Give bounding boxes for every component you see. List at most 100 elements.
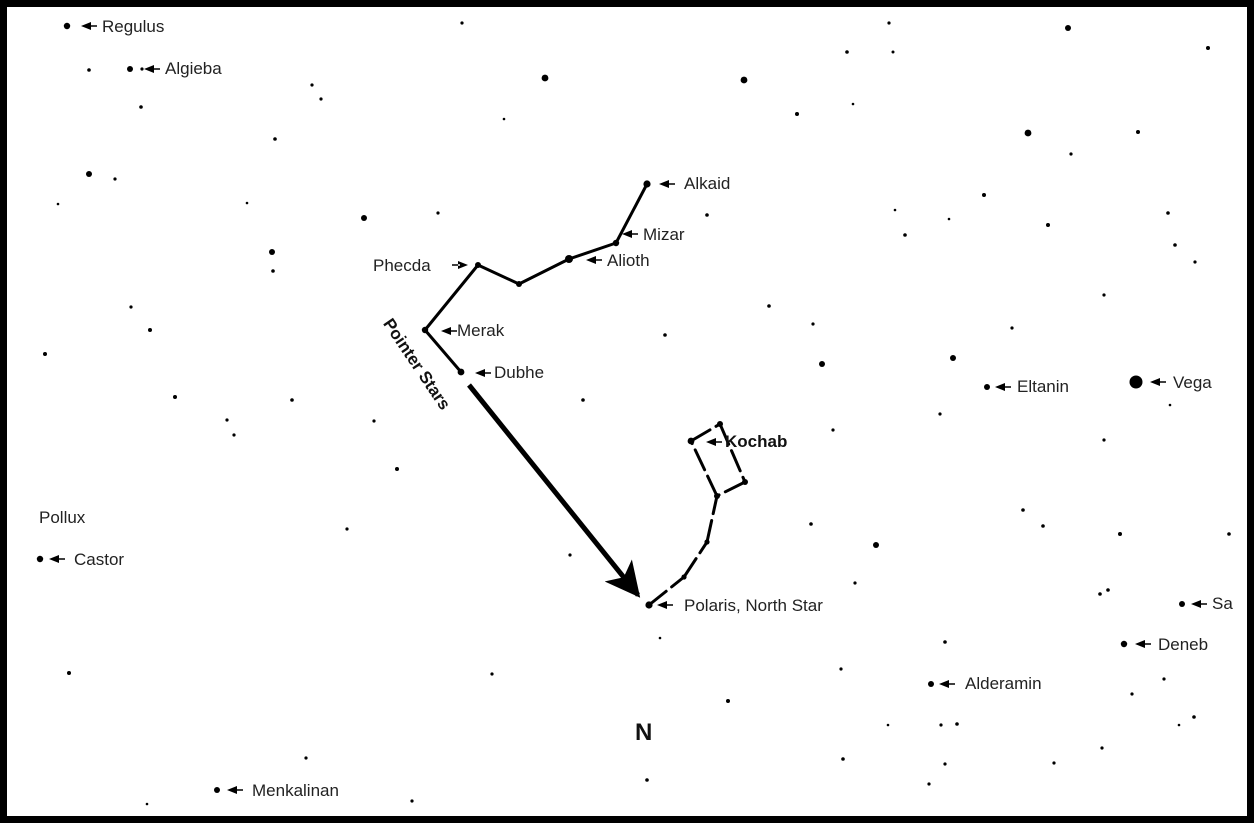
background-star [947,217,951,221]
label-pointer-tick [1150,378,1166,386]
background-star [658,636,662,640]
star-alioth [565,255,573,263]
star-mizar [612,239,620,247]
background-star [1206,46,1210,50]
background-star [460,21,464,25]
label-pointer-tick [227,786,243,794]
background-star [841,757,845,761]
background-star [361,215,367,221]
background-star [1118,532,1122,536]
background-star [891,50,895,54]
label-alioth: Alioth [607,251,650,270]
big-dipper-lines [423,182,649,374]
label-pointer-tick [475,369,491,377]
label-pointer-tick [622,230,638,238]
background-star [173,395,177,399]
background-star [310,83,314,87]
background-star [1166,211,1170,215]
background-star [740,76,748,84]
background-star [1192,715,1196,719]
star-castor [36,555,44,563]
background-star [139,105,143,109]
background-star [43,352,47,356]
label-eltanin: Eltanin [1017,377,1069,396]
label-pointer-tick [659,180,675,188]
background-star [86,171,92,177]
star-polaris [645,601,653,609]
background-star [1162,677,1166,681]
label-mizar: Mizar [643,225,685,244]
background-star [87,68,91,72]
star-chart [36,21,1231,806]
background-star [726,699,730,703]
label-north: N [635,719,653,746]
background-star [851,102,855,106]
label-castor: Castor [74,550,125,569]
label-regulus: Regulus [102,17,165,36]
label-phecda: Phecda [373,256,431,275]
label-pointer-tick [49,555,65,563]
background-star [1065,25,1071,31]
background-star [1024,129,1032,137]
background-star [372,419,376,423]
background-star [1102,438,1106,442]
background-star [1100,746,1104,750]
background-star [225,418,229,422]
background-star [232,433,236,437]
background-star [767,304,771,308]
star-dubhe [457,368,465,376]
label-pointer-tick [81,22,97,30]
background-star [1136,130,1140,134]
label-pointer-ticks [49,22,1207,794]
background-star [490,672,494,676]
named-stars [36,22,1185,793]
background-star [839,667,843,671]
label-polaris: Polaris, North Star [684,596,823,615]
label-pointer-tick [995,383,1011,391]
background-star [893,208,897,212]
background-star [1069,152,1073,156]
background-star [705,213,709,217]
background-star [939,723,943,727]
background-star [1130,692,1134,696]
label-kochab: Kochab [725,432,788,451]
star-regulus [63,22,71,30]
star-kochab [687,437,695,445]
background-star [845,50,849,54]
background-star [950,355,956,361]
background-star [645,778,649,782]
background-star [1193,260,1197,264]
background-star [273,137,277,141]
star-little-dipper-4 [714,493,720,499]
background-star [1052,761,1056,765]
background-star [1227,532,1231,536]
label-pointer-tick [706,438,722,446]
background-star [148,328,152,332]
star-dipper-mid [516,281,522,287]
star-deneb [1120,640,1128,648]
label-pointer-tick [1191,600,1207,608]
background-star [1041,524,1045,528]
label-pointer-tick [452,261,468,269]
label-pointer-tick [441,327,457,335]
label-dubhe: Dubhe [494,363,545,382]
background-star [811,322,815,326]
background-star [853,581,857,585]
star-little-dipper-5 [704,539,710,545]
background-star [271,269,275,273]
label-sa: Sa [1212,594,1233,613]
label-pointer-tick [586,256,602,264]
background-star [663,333,667,337]
background-star [1021,508,1025,512]
background-star [1168,403,1172,407]
star-vega [1129,375,1143,389]
background-star [395,467,399,471]
background-star [345,527,349,531]
star-phecda [475,262,481,268]
background-star [1177,723,1181,727]
label-merak: Merak [457,321,505,340]
star-little-dipper-6 [681,574,687,580]
background-star [886,723,890,727]
star-sa [1179,601,1185,607]
